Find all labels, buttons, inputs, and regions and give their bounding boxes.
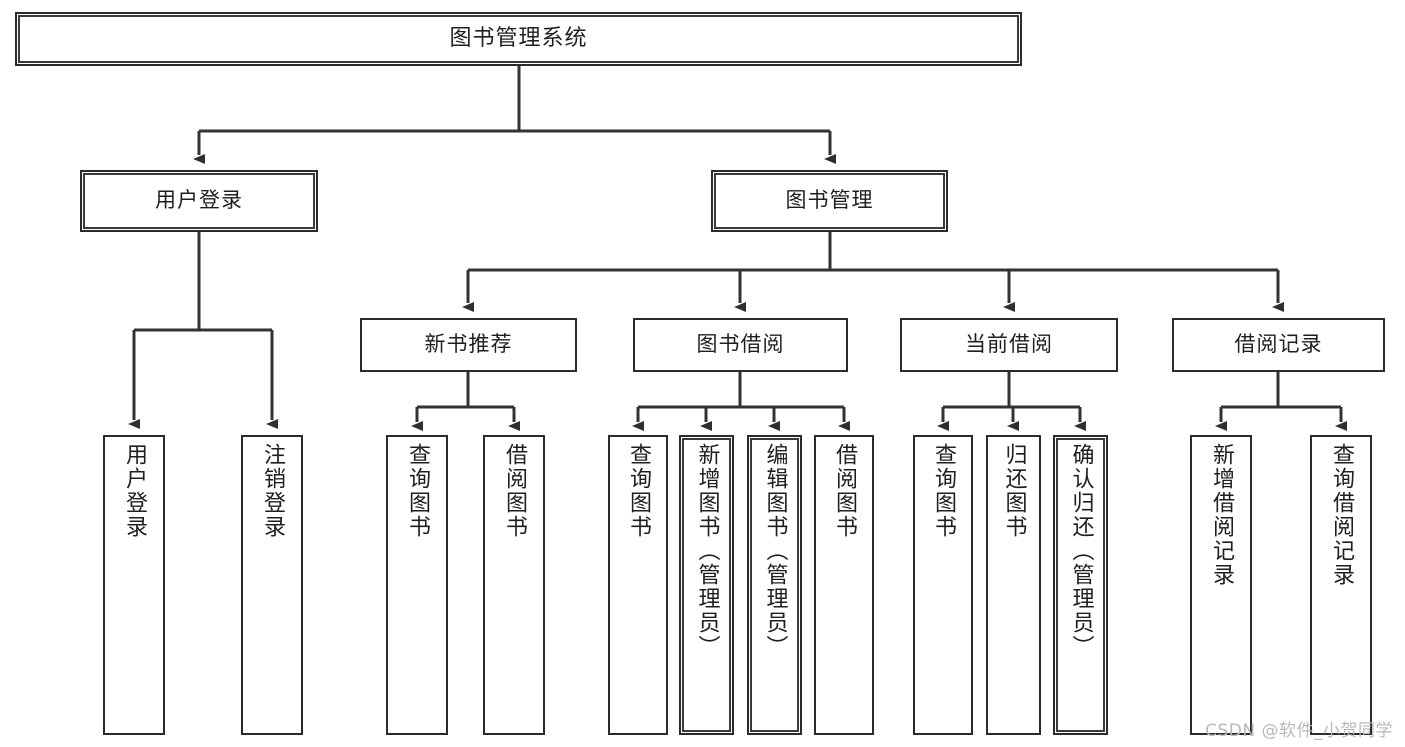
node-label: 用户登录 [155,188,243,213]
node-label: 新增借阅记录 [1208,443,1234,587]
node-label: 归还图书 [1001,443,1027,539]
leaf-query-book-borrow[interactable]: 查询图书 [608,435,668,735]
leaf-return-book[interactable]: 归还图书 [986,435,1041,735]
node-label: 查询图书 [625,443,651,539]
leaf-borrow-book[interactable]: 借阅图书 [814,435,874,735]
leaf-query-book-recommend[interactable]: 查询图书 [386,435,448,735]
leaf-add-book-admin[interactable]: 新增图书（管理员） [679,435,734,735]
node-new-book-recommend[interactable]: 新书推荐 [360,318,577,372]
leaf-user-login[interactable]: 用户登录 [103,435,165,735]
node-label: 编辑图书（管理员） [762,443,788,659]
node-borrow-record[interactable]: 借阅记录 [1172,318,1385,372]
csdn-watermark: CSDN @软件_小贺同学 [1205,721,1393,741]
node-current-borrow[interactable]: 当前借阅 [900,318,1118,372]
node-book-manage[interactable]: 图书管理 [711,170,948,232]
leaf-query-book-current[interactable]: 查询图书 [913,435,973,735]
node-label: 图书管理 [785,188,874,213]
leaf-confirm-return-admin[interactable]: 确认归还（管理员） [1053,435,1108,735]
leaf-edit-book-admin[interactable]: 编辑图书（管理员） [747,435,802,735]
node-root-book-management-system[interactable]: 图书管理系统 [15,12,1022,66]
node-label: 图书借阅 [696,332,785,357]
leaf-user-logout[interactable]: 注销登录 [241,435,303,735]
leaf-borrow-book-recommend[interactable]: 借阅图书 [483,435,545,735]
node-label: 新书推荐 [424,332,513,357]
node-label: 查询借阅记录 [1328,443,1354,587]
node-label: 用户登录 [121,443,147,539]
node-label: 图书管理系统 [449,25,588,51]
node-label: 查询图书 [930,443,956,539]
node-user-login[interactable]: 用户登录 [80,170,318,232]
node-label: 查询图书 [404,443,430,539]
leaf-add-borrow-record[interactable]: 新增借阅记录 [1190,435,1252,735]
node-label: 借阅图书 [831,443,857,539]
node-label: 当前借阅 [965,332,1053,357]
leaf-query-borrow-record[interactable]: 查询借阅记录 [1310,435,1372,735]
node-label: 借阅图书 [501,443,527,539]
node-label: 借阅记录 [1234,332,1323,357]
node-label: 注销登录 [259,443,285,539]
node-book-borrow[interactable]: 图书借阅 [633,318,848,372]
node-label: 新增图书（管理员） [694,443,720,659]
node-label: 确认归还（管理员） [1068,443,1094,659]
